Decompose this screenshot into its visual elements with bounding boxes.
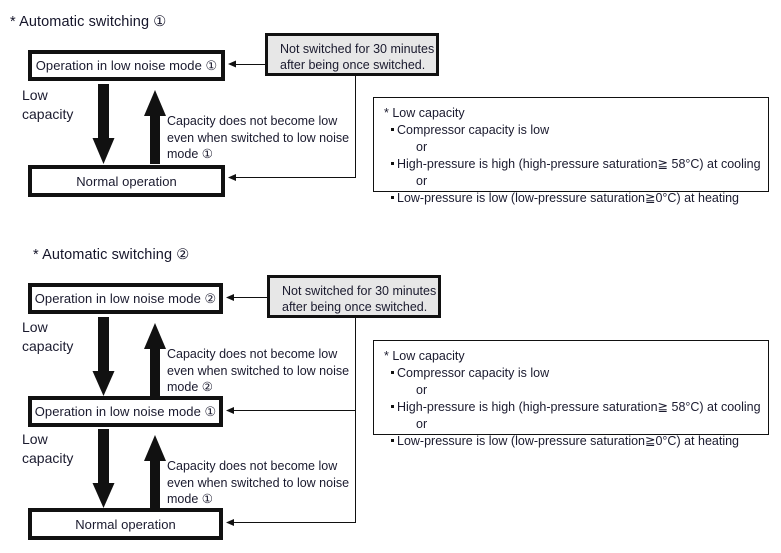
- legend-item-2: High-pressure is high (high-pressure sat…: [384, 399, 761, 416]
- label-low-capacity-line1: Low: [22, 87, 48, 103]
- bullet-icon: [391, 196, 394, 200]
- capacity-note-line1: Capacity does not become low: [167, 114, 338, 128]
- section-title-2: * Automatic switching ②: [33, 247, 190, 263]
- legend-item-3: Low-pressure is low (low-pressure satura…: [384, 190, 760, 207]
- label-low-capacity-line1: Low: [22, 319, 48, 335]
- connector-s1-callout-to-mode1: [235, 63, 266, 65]
- state-box-s1-normal-operation[interactable]: Normal operation: [28, 165, 225, 197]
- bullet-icon: [391, 371, 394, 375]
- bullet-icon: [391, 405, 394, 409]
- connector-s1-vertical: [355, 76, 357, 178]
- capacity-note-line3: mode ①: [167, 147, 213, 161]
- label-low-capacity-line2: capacity: [22, 450, 74, 466]
- bullet-icon: [391, 162, 394, 166]
- state-box-label: Operation in low noise mode ①: [34, 403, 217, 419]
- connector-s2-to-normal: [233, 522, 356, 524]
- legend-item-2-text: High-pressure is high (high-pressure sat…: [397, 157, 761, 171]
- arrow-up-section2-a: [144, 323, 166, 397]
- legend-item-2: High-pressure is high (high-pressure sat…: [384, 156, 761, 173]
- arrow-down-section2-a: [92, 317, 115, 396]
- legend-item-3-text: Low-pressure is low (low-pressure satura…: [397, 191, 740, 205]
- callout-not-switched-s2: Not switched for 30 minutes after being …: [267, 275, 441, 318]
- bullet-icon: [391, 128, 394, 132]
- capacity-note-line2: even when switched to low noise: [167, 130, 350, 145]
- legend-item-3: Low-pressure is low (low-pressure satura…: [384, 433, 760, 450]
- callout-line1: Not switched for 30 minutes: [280, 42, 435, 56]
- legend-or-2: or: [416, 417, 428, 431]
- label-low-capacity-line2: capacity: [22, 106, 74, 122]
- label-capacity-note-s2-b: Capacity does not become low even when s…: [167, 458, 349, 508]
- legend-item-2-text: High-pressure is high (high-pressure sat…: [397, 400, 761, 414]
- arrow-down-section1: [92, 84, 115, 164]
- legend-or-2: or: [416, 174, 428, 188]
- connector-s2-callout-to-mode2: [233, 297, 268, 299]
- legend-low-capacity-s1: * Low capacity Compressor capacity is lo…: [373, 97, 769, 205]
- capacity-note-line1: Capacity does not become low: [167, 347, 338, 361]
- capacity-note-line2: even when switched to low noise: [167, 475, 350, 490]
- callout-not-switched-s1: Not switched for 30 minutes after being …: [265, 33, 439, 76]
- state-box-s1-low-noise-mode-1[interactable]: Operation in low noise mode ①: [28, 50, 225, 81]
- state-box-label: Normal operation: [75, 516, 176, 532]
- section-title-1: * Automatic switching ①: [10, 14, 167, 30]
- legend-item-1-text: Compressor capacity is low: [397, 366, 550, 380]
- bullet-icon: [391, 439, 394, 443]
- legend-item-1: Compressor capacity is low: [384, 365, 760, 382]
- legend-or-1: or: [416, 383, 428, 397]
- callout-line2: after being once switched.: [282, 300, 428, 314]
- label-low-capacity-line2: capacity: [22, 338, 74, 354]
- arrow-down-section2-b: [92, 429, 115, 508]
- capacity-note-line3: mode ②: [167, 380, 213, 394]
- connector-s2-to-mode1: [233, 410, 356, 412]
- label-low-capacity-line1: Low: [22, 431, 48, 447]
- label-low-capacity-s2-b: Low capacity: [22, 430, 73, 468]
- state-box-label: Operation in low noise mode ②: [34, 290, 217, 306]
- label-capacity-note-s1: Capacity does not become low even when s…: [167, 113, 349, 163]
- state-box-s2-normal-operation[interactable]: Normal operation: [28, 508, 223, 540]
- capacity-note-line2: even when switched to low noise: [167, 363, 350, 378]
- label-low-capacity-s1: Low capacity: [22, 86, 73, 124]
- callout-line1: Not switched for 30 minutes: [282, 284, 437, 298]
- legend-low-capacity-s2: * Low capacity Compressor capacity is lo…: [373, 340, 769, 448]
- legend-or-1: or: [416, 140, 428, 154]
- legend-head: * Low capacity: [384, 349, 465, 363]
- legend-item-1: Compressor capacity is low: [384, 122, 760, 139]
- arrow-up-section2-b: [144, 435, 166, 509]
- state-box-s2-low-noise-mode-2[interactable]: Operation in low noise mode ②: [28, 283, 223, 314]
- connector-s2-vertical: [355, 318, 357, 523]
- label-low-capacity-s2-a: Low capacity: [22, 318, 73, 356]
- capacity-note-line3: mode ①: [167, 492, 213, 506]
- legend-head: * Low capacity: [384, 106, 465, 120]
- connector-s1-to-normal: [235, 177, 356, 179]
- capacity-note-line1: Capacity does not become low: [167, 459, 338, 473]
- callout-line2: after being once switched.: [280, 58, 426, 72]
- label-capacity-note-s2-a: Capacity does not become low even when s…: [167, 346, 349, 396]
- legend-item-3-text: Low-pressure is low (low-pressure satura…: [397, 434, 740, 448]
- state-box-label: Normal operation: [76, 173, 177, 189]
- state-box-label: Operation in low noise mode ①: [35, 57, 218, 73]
- state-box-s2-low-noise-mode-1[interactable]: Operation in low noise mode ①: [28, 396, 223, 427]
- legend-item-1-text: Compressor capacity is low: [397, 123, 550, 137]
- arrow-up-section1: [144, 90, 166, 164]
